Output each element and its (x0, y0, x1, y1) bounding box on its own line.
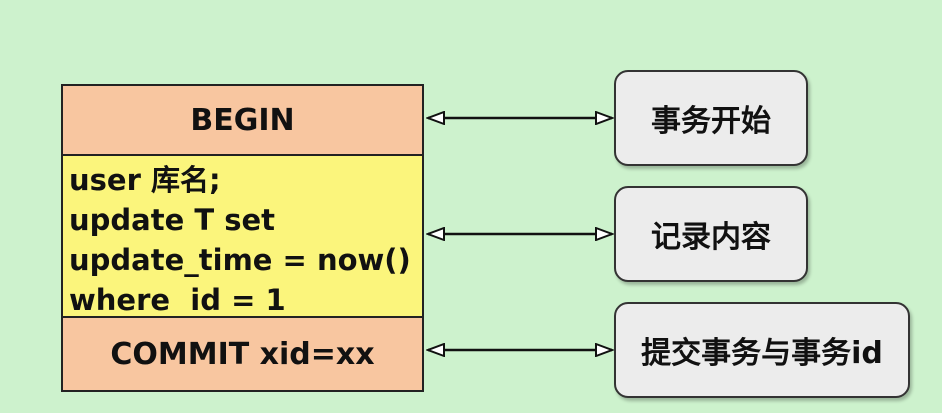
begin-block: BEGIN (61, 84, 424, 156)
commit-transaction-box: 提交事务与事务id (614, 302, 910, 398)
content-line: user 库名; (69, 163, 221, 197)
transaction-begin-box: 事务开始 (614, 70, 808, 166)
begin-label: BEGIN (190, 102, 295, 138)
record-content-box: 记录内容 (614, 186, 808, 282)
commit-transaction-text: 提交事务与事务id (641, 336, 883, 371)
content-line: update T set (69, 203, 276, 237)
content-line: where id = 1 (69, 283, 286, 317)
transaction-begin-text: 事务开始 (651, 104, 771, 139)
commit-block: COMMIT xid=xx (61, 316, 424, 392)
content-line: update_time = now() (69, 243, 411, 277)
record-content-text: 记录内容 (651, 220, 771, 255)
commit-label: COMMIT xid=xx (110, 336, 375, 372)
